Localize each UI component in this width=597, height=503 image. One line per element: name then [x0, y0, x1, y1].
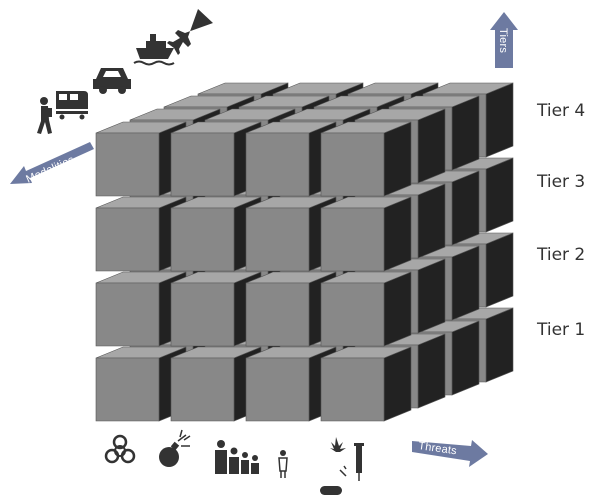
cube-cell [320, 121, 412, 197]
biohazard-icon [104, 434, 136, 464]
cube-cell [320, 271, 412, 347]
bomb-icon [159, 429, 191, 467]
modalities-axis-arrow: Modalities [10, 142, 94, 186]
tiers-axis-arrow: Tiers [490, 12, 518, 68]
car-icon [93, 68, 131, 94]
tier-3-label: Tier 3 [537, 172, 586, 192]
threats-axis-label: Threats [418, 440, 458, 457]
tier-4-label: Tier 4 [537, 101, 586, 121]
child-person-icon [278, 450, 288, 478]
walking-person-icon [37, 97, 52, 134]
cube-grid [95, 82, 514, 422]
airplane-icon [167, 9, 213, 55]
tier-2-label: Tier 2 [537, 245, 586, 265]
tiers-axis-label: Tiers [497, 28, 509, 53]
family-people-icon [215, 440, 259, 474]
threats-axis-arrow: Threats [412, 440, 488, 467]
ship-icon [133, 34, 175, 66]
train-icon [56, 91, 88, 120]
cube-cell [320, 346, 412, 422]
drugs-syringe-icon [320, 437, 364, 495]
cube-cell [320, 196, 412, 272]
tier-1-label: Tier 1 [537, 320, 586, 340]
